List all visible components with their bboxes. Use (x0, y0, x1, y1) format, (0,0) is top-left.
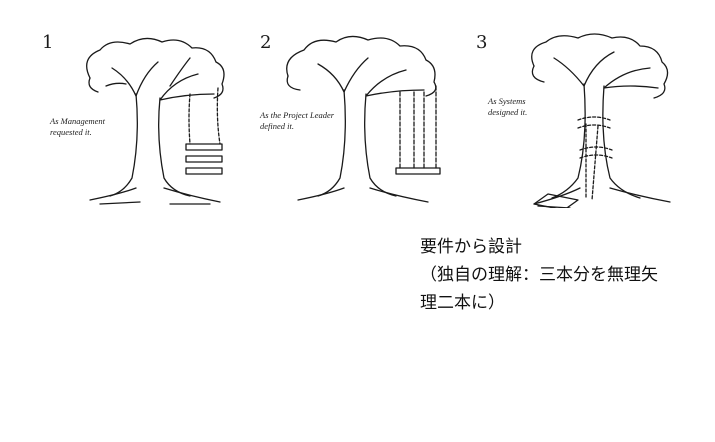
panel-caption: As Systems designed it. (488, 96, 527, 118)
panel-caption: As the Project Leader defined it. (260, 110, 334, 132)
cartoon-panel-1: 1 As Management requested it. (40, 28, 252, 208)
panel-number: 1 (42, 32, 54, 53)
panel-caption: As Management requested it. (50, 116, 105, 138)
caption-line: As the Project Leader (260, 110, 335, 120)
caption-line: requested it. (50, 127, 92, 137)
caption-line: defined it. (260, 121, 294, 131)
explanation-note: 要件から設計 （独自の理解：三本分を無理矢 理二本に） (420, 233, 658, 317)
tree-with-ladder-swing-illustration (86, 37, 225, 205)
cartoon-panel-3: 3 As Systems designed it. (474, 28, 688, 208)
caption-line: As Management (50, 116, 106, 126)
cartoon-panel-2: 2 As the Project Leader defined it. (258, 28, 466, 208)
caption-line: As Systems (488, 96, 526, 106)
note-line-1: 要件から設計 (420, 237, 522, 257)
tree-with-tied-trunk-swing-illustration (531, 33, 671, 208)
panel-number: 2 (260, 32, 272, 53)
caption-line: designed it. (488, 107, 528, 117)
panel-number: 3 (476, 32, 488, 53)
note-line-3: 理二本に） (420, 293, 505, 313)
note-line-2: （独自の理解：三本分を無理矢 (420, 265, 658, 285)
tree-with-broken-swing-illustration (286, 35, 441, 203)
